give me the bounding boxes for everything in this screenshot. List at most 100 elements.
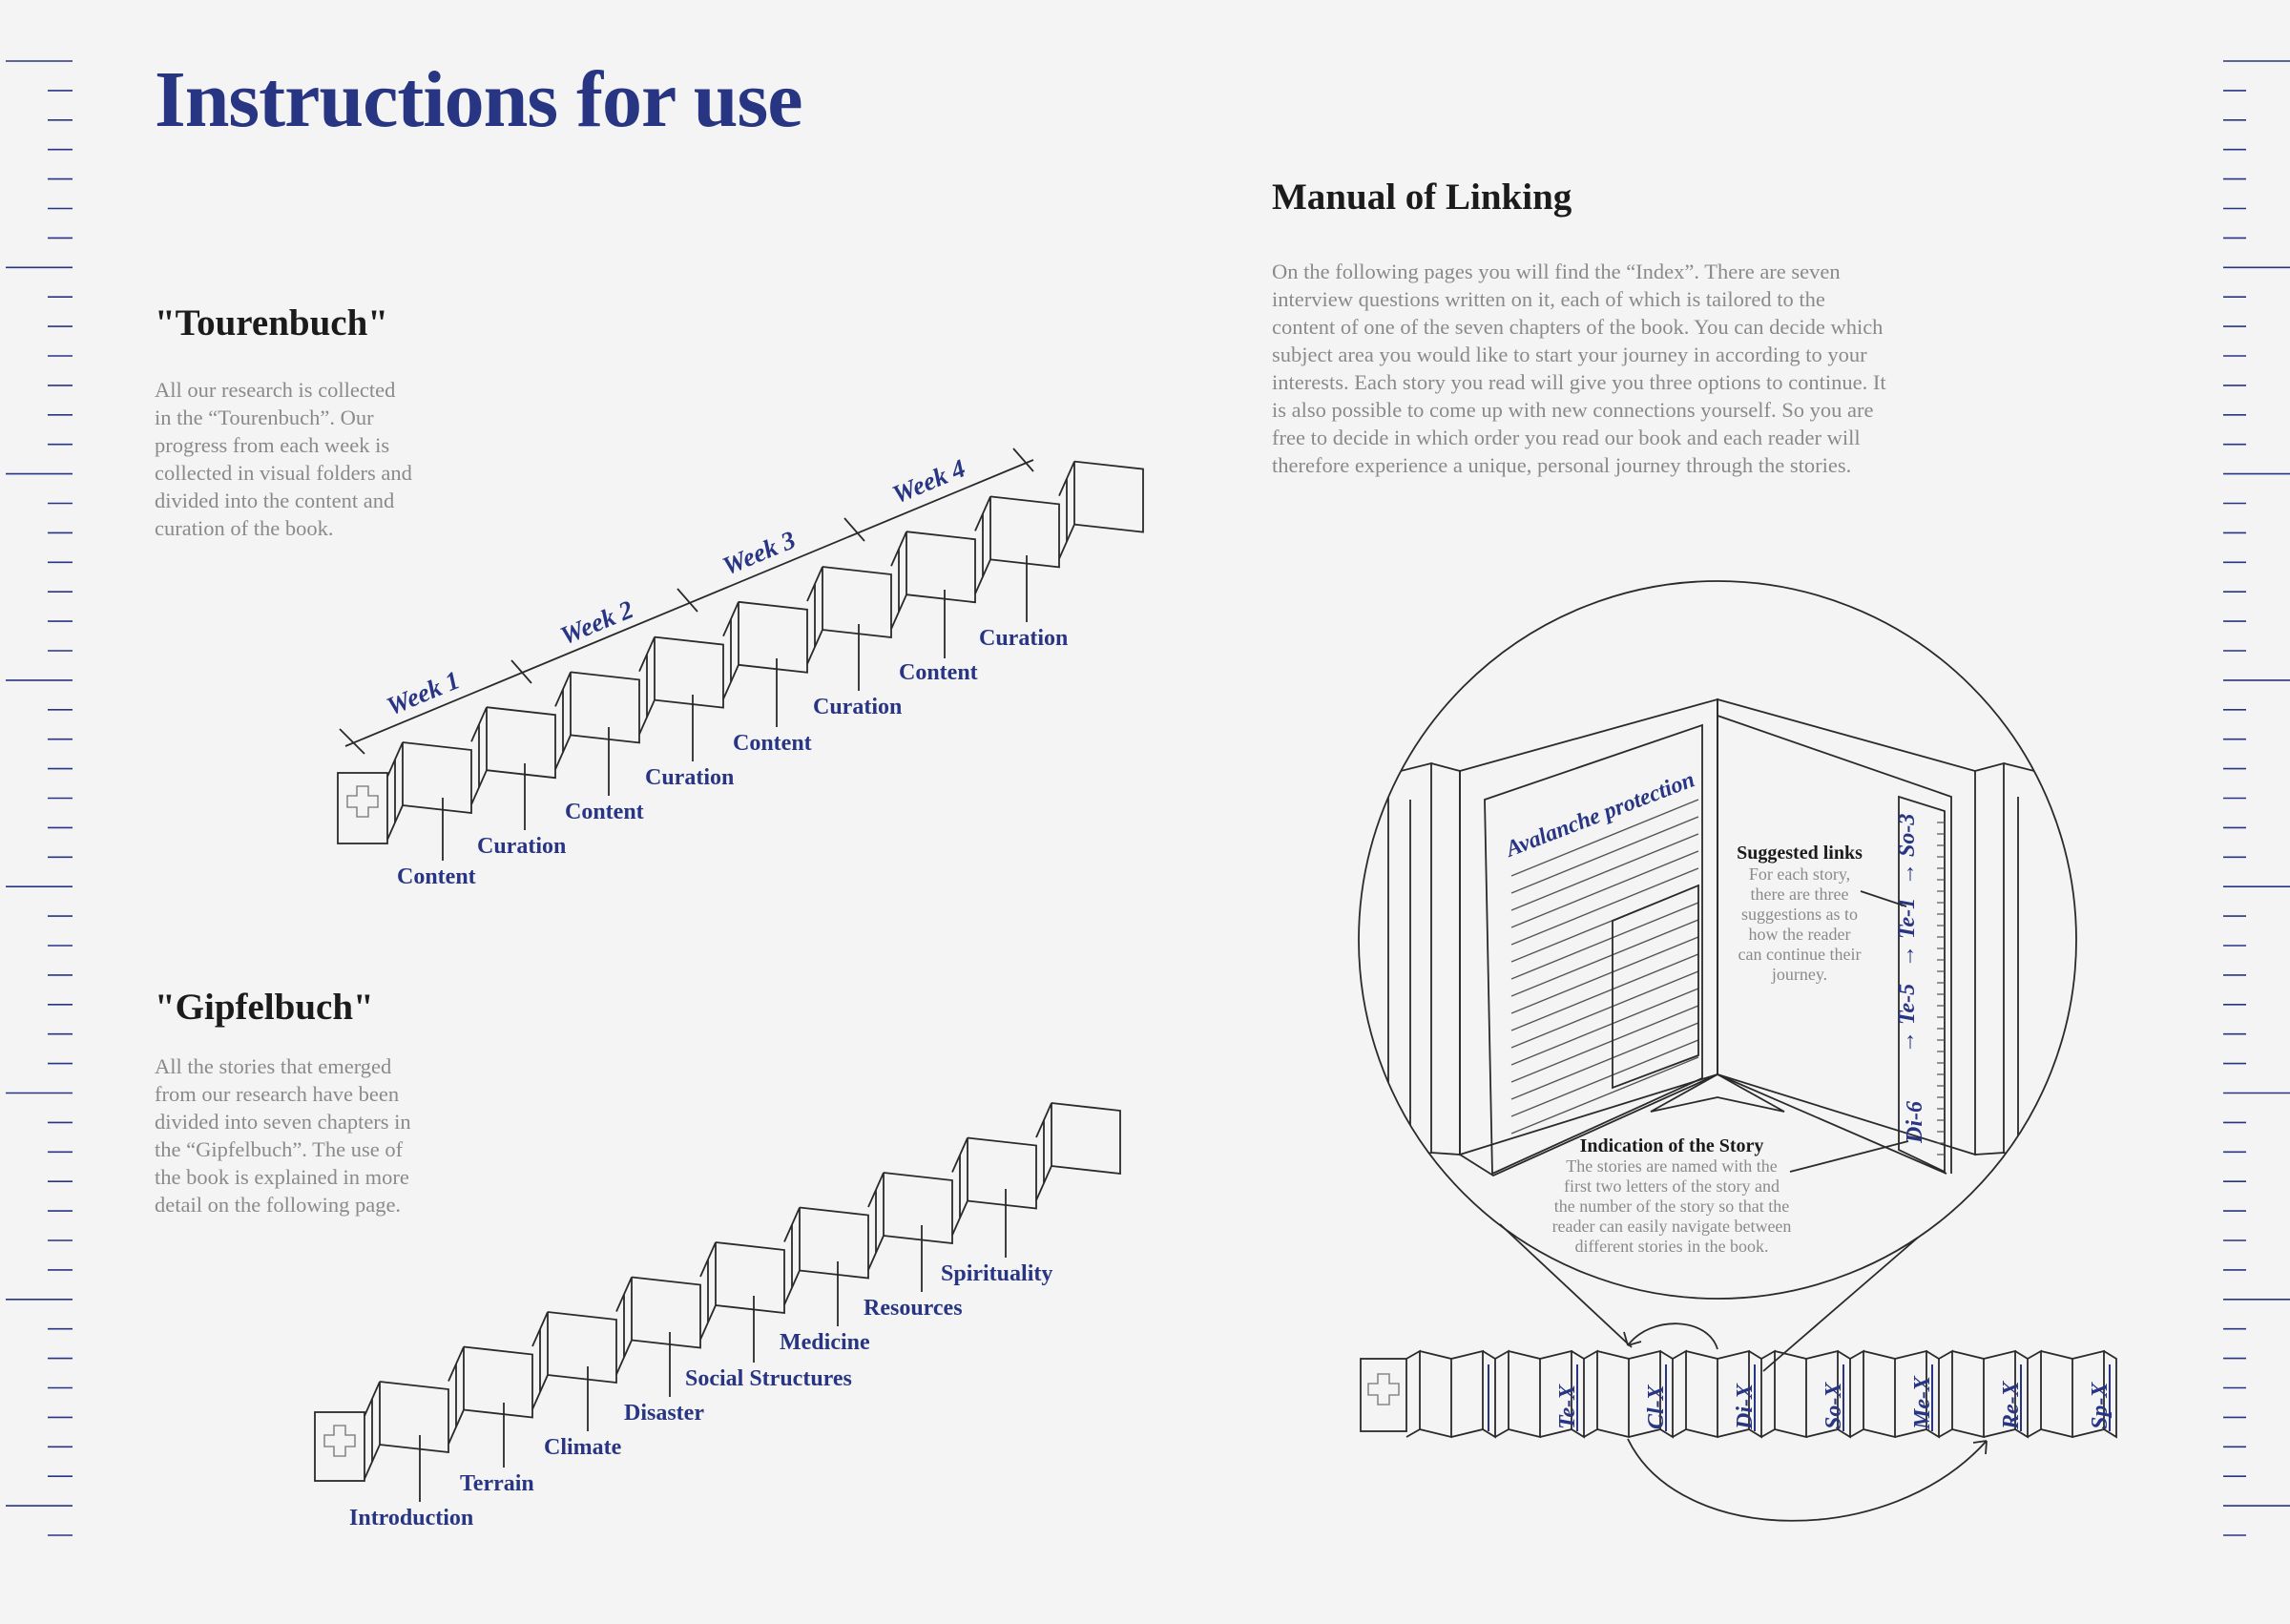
fold-panel (1863, 1350, 1896, 1439)
text-line (1510, 799, 1699, 877)
svg-text:how the reader: how the reader (1749, 925, 1851, 944)
left-margin-ruler (6, 60, 73, 1536)
svg-text:The stories are named with the: The stories are named with the (1566, 1156, 1777, 1176)
week-tick (1012, 448, 1034, 472)
fold-panel (1539, 1349, 1572, 1438)
text-line (1510, 919, 1699, 997)
text-line (1510, 816, 1699, 894)
manual-description: On the following pages you will find the… (1272, 260, 1886, 477)
fold-panel (1596, 1350, 1630, 1439)
fold-panel (379, 1381, 449, 1454)
fold-panel (883, 1172, 953, 1245)
fold-panel (1051, 1102, 1121, 1176)
fold-panel (1805, 1349, 1839, 1438)
link-arrow-bottom (1627, 1438, 1988, 1522)
week-tick (843, 517, 865, 542)
fold-panel (1951, 1350, 1985, 1439)
fold-panel (1894, 1349, 1927, 1438)
chapter-medicine: Medicine (780, 1330, 870, 1355)
fold-panel (1983, 1349, 2016, 1438)
chapter-terrain: Terrain (460, 1471, 534, 1496)
text-line (1510, 1022, 1699, 1100)
story-title: Avalanche protection (1501, 767, 1698, 863)
label-curation: Curation (979, 626, 1068, 651)
cross-icon (323, 1425, 356, 1457)
fold-panel (1926, 1350, 1940, 1439)
fold-panel (1583, 1349, 1598, 1438)
fold-panel (989, 495, 1060, 569)
svg-text:different stories in the book.: different stories in the book. (1574, 1237, 1768, 1256)
index-tab-label: Re-X (1999, 1380, 2024, 1430)
link-te-5: → Te-5 (1895, 984, 1920, 1053)
label-curation: Curation (813, 695, 902, 719)
text-line (1510, 970, 1699, 1049)
fold-panel (1837, 1350, 1851, 1439)
text-line (1510, 936, 1699, 1014)
fold-panel (822, 566, 892, 639)
fold-panel (715, 1241, 785, 1315)
link-arrow-top (1627, 1322, 1718, 1350)
week-tick (339, 728, 365, 755)
suggested-links-text: For each story, there are three suggesti… (1738, 864, 1862, 984)
fold-panel (2103, 1350, 2117, 1439)
index-tab-label: Cl-X (1644, 1384, 1669, 1429)
chapter-resources: Resources (864, 1296, 963, 1321)
link-te-1: → Te-1 (1895, 898, 1920, 968)
fold-panel (1405, 1349, 1421, 1438)
fold-panel (2014, 1350, 2029, 1439)
fold-panel (402, 741, 472, 815)
svg-text:reader can easily navigate bet: reader can easily navigate between (1552, 1217, 1792, 1236)
fold-panel (1748, 1350, 1762, 1439)
fold-panel (2027, 1349, 2042, 1438)
manual-heading: Manual of Linking (1272, 177, 1572, 218)
svg-text:For each story,: For each story, (1749, 864, 1850, 884)
fold-panel (1774, 1350, 1807, 1439)
cross-icon (346, 785, 379, 818)
week-tick (510, 659, 532, 684)
arrow-head (1623, 1331, 1642, 1346)
right-margin-ruler (2223, 60, 2290, 1536)
magnifier-connector (1499, 1223, 1633, 1348)
fold-panel (1685, 1350, 1718, 1439)
fold-panel (547, 1311, 617, 1385)
fold-panel (1849, 1349, 1864, 1438)
week-tick (677, 588, 698, 613)
suggested-links-heading: Suggested links (1737, 843, 1863, 864)
fold-panel (1508, 1350, 1541, 1439)
label-content: Content (899, 660, 978, 685)
index-tab-label: Sp-X (2088, 1382, 2113, 1429)
svg-text:the number of the story so tha: the number of the story so that the (1554, 1197, 1789, 1216)
open-book-detail: Avalanche protection → So-3 → Te-1 → Te-… (1359, 697, 2076, 1185)
indication-heading: Indication of the Story (1580, 1135, 1764, 1156)
arrow-head (1972, 1440, 1988, 1455)
fold-panel (1717, 1349, 1750, 1438)
suggested-leader (1860, 890, 1907, 907)
indication-leader (1789, 1140, 1909, 1173)
fold-panel (1672, 1349, 1687, 1438)
story-code: Di-6 (1903, 1101, 1927, 1144)
text-line (1510, 1056, 1699, 1135)
chapter-social-structures: Social Structures (685, 1366, 852, 1391)
gipfelbuch-heading: "Gipfelbuch" (155, 987, 374, 1028)
text-line (1510, 1005, 1699, 1083)
tourenbuch-heading: "Tourenbuch" (155, 302, 388, 344)
cross-icon (1367, 1373, 1400, 1405)
label-curation: Curation (477, 834, 566, 859)
label-curation: Curation (645, 765, 734, 790)
fold-panel (1494, 1349, 1509, 1438)
fold-panel (1628, 1349, 1661, 1438)
magnifier-connector (1762, 1237, 1919, 1372)
fold-panel (570, 671, 640, 744)
index-tab-label: So-X (1822, 1382, 1846, 1429)
fold-panel (654, 635, 724, 709)
fold-panel (799, 1206, 869, 1280)
fold-panel (2071, 1349, 2105, 1438)
fold-panel (1938, 1349, 1953, 1438)
gipfelbuch-cover (314, 1411, 365, 1482)
fold-panel (1419, 1350, 1452, 1439)
fold-panel (1571, 1350, 1585, 1439)
chapter-climate: Climate (544, 1435, 622, 1460)
